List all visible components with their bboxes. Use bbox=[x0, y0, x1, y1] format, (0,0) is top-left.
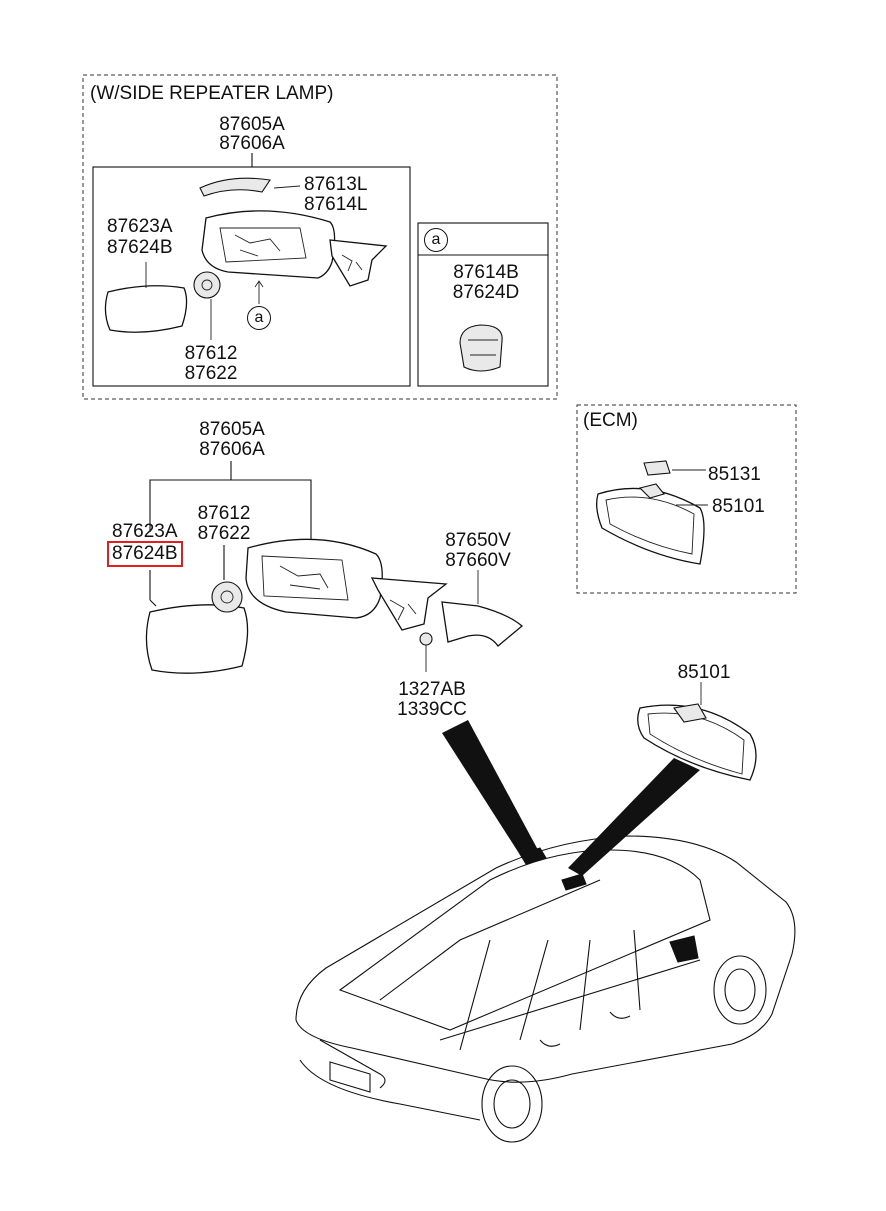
main-actuator-label-1: 87612 bbox=[197, 503, 251, 524]
mirror-cover-part bbox=[199, 177, 271, 197]
main-actuator-label-2: 87622 bbox=[197, 523, 251, 544]
ecm-mirror-part bbox=[596, 487, 705, 565]
main-housing-part bbox=[245, 538, 383, 619]
main-assy-label-1: 87605A bbox=[199, 419, 265, 440]
detail-marker-a: a bbox=[424, 228, 448, 252]
mirror-pointer-arrow bbox=[568, 758, 700, 876]
ecm-mirror-label: 85101 bbox=[712, 496, 765, 517]
mirror-glass-part bbox=[104, 285, 188, 333]
ecm-cover-part bbox=[643, 460, 671, 476]
repeater-glass-label-1: 87623A bbox=[107, 216, 173, 237]
cover-label-1: 87613L bbox=[304, 174, 368, 195]
garnish-part bbox=[441, 601, 524, 647]
inside-mirror-label: 85101 bbox=[677, 662, 731, 683]
detail-frame bbox=[417, 222, 549, 387]
main-glass-part bbox=[145, 604, 249, 674]
car-body bbox=[295, 835, 796, 1143]
screw-label-1: 1327AB bbox=[398, 679, 466, 700]
main-glass-label-1: 87623A bbox=[112, 521, 178, 542]
repeater-glass-label-2: 87624B bbox=[107, 237, 173, 258]
screw-part bbox=[419, 632, 433, 646]
repeater-actuator-label-2: 87622 bbox=[184, 363, 238, 384]
repeater-lamp-part bbox=[459, 324, 503, 372]
mirror-housing-part bbox=[201, 210, 336, 279]
screw-pointer-arrow bbox=[442, 720, 538, 858]
repeater-assy-label-1: 87605A bbox=[219, 114, 285, 135]
cover-label-2: 87614L bbox=[304, 194, 368, 215]
ecm-cover-label: 85131 bbox=[708, 464, 761, 485]
screw-label-2: 1339CC bbox=[397, 699, 467, 720]
ecm-group-title: (ECM) bbox=[583, 410, 638, 431]
main-base-part bbox=[370, 577, 448, 631]
mirror-base-part bbox=[329, 239, 388, 287]
garnish-label-1: 87650V bbox=[445, 530, 511, 551]
main-assy-label-2: 87606A bbox=[199, 439, 265, 460]
main-actuator-part bbox=[211, 581, 243, 613]
actuator-part bbox=[193, 271, 221, 299]
repeater-group-title: (W/SIDE REPEATER LAMP) bbox=[90, 83, 334, 104]
detail-part-label-2: 87624D bbox=[452, 282, 520, 303]
ref-marker-a: a bbox=[247, 306, 271, 330]
inside-mirror-part bbox=[637, 704, 757, 781]
main-glass-label-highlighted[interactable]: 87624B bbox=[107, 541, 183, 567]
repeater-actuator-label-1: 87612 bbox=[184, 343, 238, 364]
garnish-label-2: 87660V bbox=[445, 550, 511, 571]
detail-part-label-1: 87614B bbox=[453, 262, 519, 283]
repeater-assy-label-2: 87606A bbox=[219, 133, 285, 154]
